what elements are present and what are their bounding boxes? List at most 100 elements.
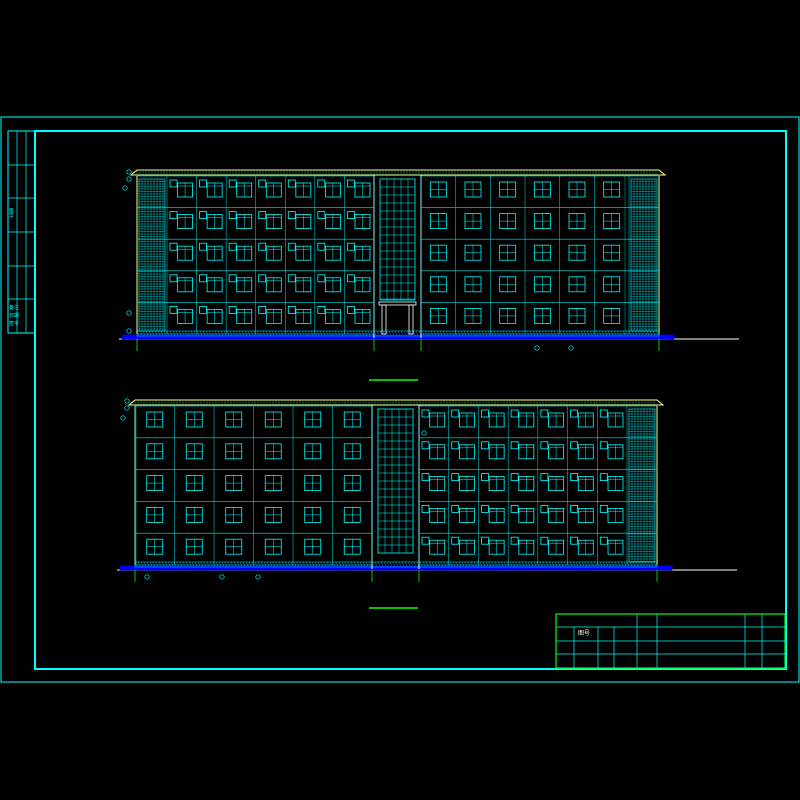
entrance-pillar-left <box>381 304 387 335</box>
stair-core-glazing <box>379 178 416 301</box>
strip-label-2: 日期 <box>9 313 20 319</box>
small-window <box>599 409 608 418</box>
axis-bubble <box>144 574 150 580</box>
axis-bubble <box>421 430 427 436</box>
foundation-base <box>121 334 675 340</box>
front-elevation-drawing <box>119 169 739 351</box>
small-window <box>287 274 296 283</box>
small-window <box>258 179 267 188</box>
small-window <box>199 179 207 188</box>
outer-sheet-border <box>0 116 800 683</box>
small-window <box>481 409 489 418</box>
axis-bubble <box>534 345 540 351</box>
strip-label-main: 签字 <box>8 208 14 218</box>
strip-label-3: 签字 <box>9 321 20 327</box>
small-window <box>510 409 519 418</box>
entrance-canopy <box>378 301 417 306</box>
drawing-number-label: 图号 <box>578 630 591 637</box>
binding-strip <box>7 130 36 334</box>
axis-bubble <box>126 169 132 175</box>
small-window <box>540 536 549 545</box>
small-window <box>451 409 460 418</box>
small-window <box>481 441 489 450</box>
axis-bubble <box>122 185 128 191</box>
small-window <box>540 441 549 450</box>
axis-bubble <box>124 398 130 404</box>
small-window <box>570 441 578 450</box>
small-window <box>347 274 355 283</box>
small-window <box>317 274 326 283</box>
foundation-base <box>119 565 673 571</box>
ornamental-column <box>628 408 656 563</box>
small-window <box>228 211 237 220</box>
strip-label-1: 备注 <box>9 305 20 311</box>
ornamental-column <box>138 178 166 332</box>
roof-cornice <box>127 399 665 406</box>
small-window <box>287 242 296 251</box>
small-window <box>599 441 608 450</box>
small-window <box>199 274 207 283</box>
axis-bubble <box>126 328 132 334</box>
small-window <box>510 473 519 482</box>
small-window <box>199 242 207 251</box>
small-window <box>347 211 355 220</box>
small-window <box>421 409 430 418</box>
axis-bubble <box>255 574 261 580</box>
title-block <box>555 613 786 669</box>
small-window <box>451 473 460 482</box>
axis-bubble <box>219 574 225 580</box>
small-window <box>199 305 207 314</box>
small-window <box>540 504 549 513</box>
small-window <box>228 305 237 314</box>
small-window <box>451 441 460 450</box>
small-window <box>347 179 355 188</box>
small-window <box>258 274 267 283</box>
small-window <box>510 441 519 450</box>
axis-bubble <box>126 310 132 316</box>
small-window <box>287 305 296 314</box>
small-window <box>599 504 608 513</box>
small-window <box>421 504 430 513</box>
small-window <box>169 211 178 220</box>
small-window <box>169 274 178 283</box>
small-window <box>228 274 237 283</box>
axis-bubble <box>126 176 132 182</box>
small-window <box>199 211 207 220</box>
small-window <box>481 504 489 513</box>
rear-elevation-drawing <box>117 398 737 582</box>
small-window <box>317 305 326 314</box>
small-window <box>258 242 267 251</box>
small-window <box>228 179 237 188</box>
axis-bubble <box>120 415 126 421</box>
small-window <box>317 179 326 188</box>
small-window <box>421 473 430 482</box>
axis-bubble <box>568 345 574 351</box>
small-window <box>570 504 578 513</box>
small-window <box>287 211 296 220</box>
small-window <box>258 211 267 220</box>
inner-drawing-border <box>34 130 787 670</box>
axis-bubble <box>124 405 130 411</box>
small-window <box>510 536 519 545</box>
small-window <box>451 536 460 545</box>
ornamental-column <box>630 178 658 332</box>
small-window <box>421 441 430 450</box>
small-window <box>317 242 326 251</box>
small-window <box>317 211 326 220</box>
small-window <box>421 536 430 545</box>
small-window <box>540 409 549 418</box>
small-window <box>510 504 519 513</box>
small-window <box>228 242 237 251</box>
small-window <box>347 242 355 251</box>
small-window <box>481 473 489 482</box>
roof-cornice <box>129 169 667 176</box>
small-window <box>287 179 296 188</box>
small-window <box>570 473 578 482</box>
entrance-pillar-right <box>408 304 414 335</box>
small-window <box>570 409 578 418</box>
small-window <box>540 473 549 482</box>
small-window <box>599 536 608 545</box>
small-window <box>169 242 178 251</box>
small-window <box>169 179 178 188</box>
